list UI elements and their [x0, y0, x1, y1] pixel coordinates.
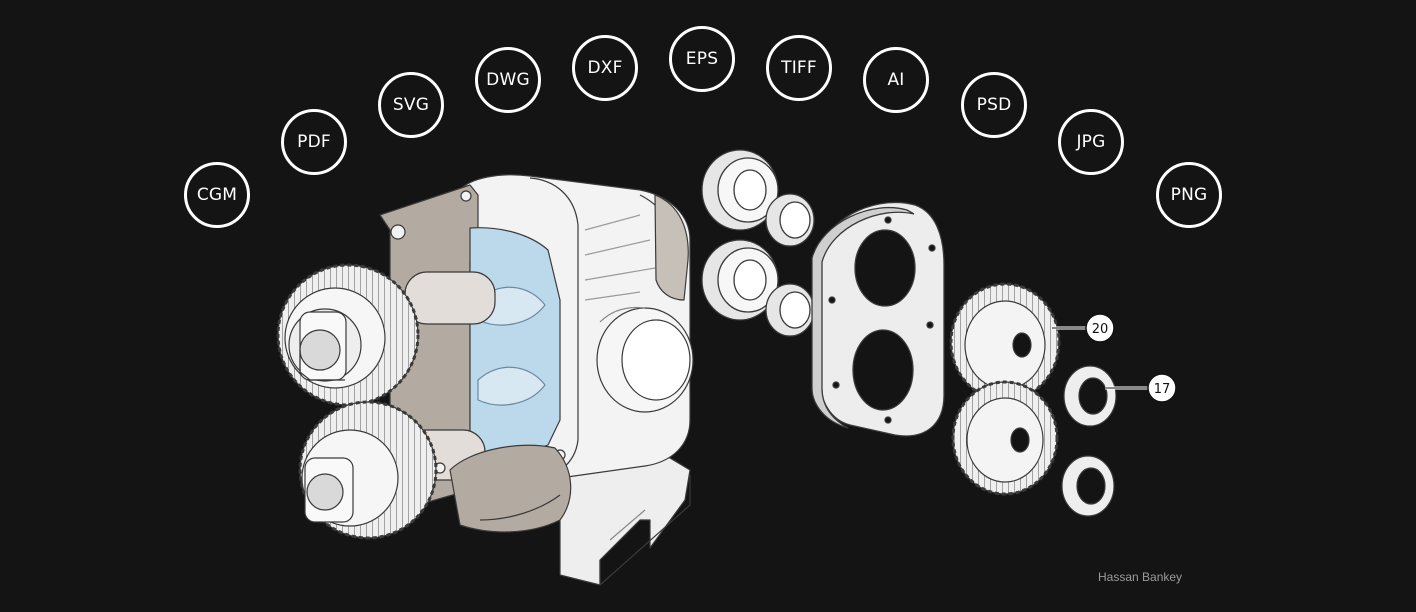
timing-gear-upper [276, 263, 420, 407]
drive-gears [949, 282, 1117, 517]
format-badge-svg[interactable]: SVG [378, 72, 444, 138]
format-badge-dxf[interactable]: DXF [572, 35, 638, 101]
drive-gear-lower [951, 380, 1059, 496]
lock-nut-lower [1061, 455, 1115, 517]
format-badge-ai[interactable]: AI [863, 47, 929, 113]
format-badge-dwg[interactable]: DWG [475, 47, 541, 113]
format-badge-jpg[interactable]: JPG [1058, 109, 1124, 175]
format-badge-tiff[interactable]: TIFF [766, 35, 832, 101]
gasket-port-upper [854, 229, 916, 307]
format-badge-png[interactable]: PNG [1156, 162, 1222, 228]
format-badge-pdf[interactable]: PDF [281, 109, 347, 175]
format-badge-psd[interactable]: PSD [961, 72, 1027, 138]
gasket-port-lower [852, 329, 914, 411]
drive-gear-upper [949, 282, 1061, 402]
rotor-lobe-lower [477, 366, 546, 406]
format-badge-eps[interactable]: EPS [669, 26, 735, 92]
callout-20-label: 20 [1092, 322, 1109, 337]
pump-assembly [276, 174, 694, 586]
bearing-small-lower [765, 283, 815, 337]
bearing-large-upper [701, 149, 779, 231]
shaft-upper [404, 271, 496, 325]
artist-credit: Hassan Bankey [1098, 570, 1183, 584]
lower-cover [449, 444, 572, 533]
format-badge-cgm[interactable]: CGM [184, 162, 250, 228]
lock-nut-upper [1063, 365, 1117, 427]
fluid-chamber [469, 227, 561, 454]
mounting-base [559, 439, 691, 586]
gasket-plate [811, 201, 945, 437]
callout-17-label: 17 [1154, 382, 1171, 397]
callout-20[interactable]: 20 [1052, 313, 1115, 343]
callout-17[interactable]: 17 [1105, 373, 1177, 403]
timing-gear-lower [298, 400, 438, 540]
bearing-small-upper [765, 193, 815, 247]
bearings [701, 149, 815, 337]
bearing-large-lower [701, 239, 779, 321]
